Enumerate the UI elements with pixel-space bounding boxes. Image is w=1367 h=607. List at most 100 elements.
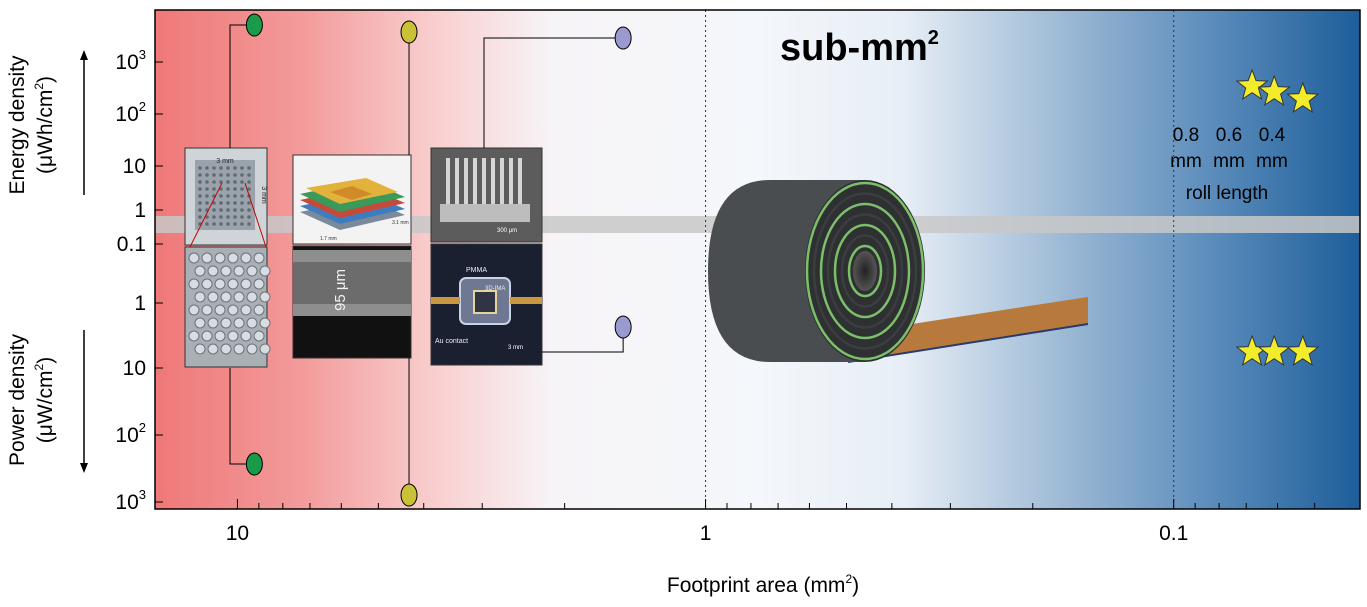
roll-length-unit: mm <box>1256 151 1288 172</box>
sem-pillar <box>482 158 486 204</box>
leader-line <box>483 37 624 148</box>
micro-dot <box>233 343 245 355</box>
array-dot <box>205 187 209 191</box>
array-dot <box>226 208 230 212</box>
array-dot <box>219 166 223 170</box>
array-dot <box>205 222 209 226</box>
y-tick-label: 103 <box>115 47 146 74</box>
micro-dot <box>207 343 219 355</box>
array-dot <box>205 194 209 198</box>
roll-length-caption: roll length <box>1186 183 1268 204</box>
micro-dot <box>207 265 219 277</box>
roll-length-labels: 0.8 0.6 0.4 mm mm mm roll length <box>1170 125 1288 204</box>
micro-dot <box>227 330 239 342</box>
energy-star-icon <box>1257 74 1291 107</box>
array-dot <box>240 194 244 198</box>
roll-layer <box>847 244 883 298</box>
micro-dot <box>207 291 219 303</box>
sem-pillar <box>446 158 450 204</box>
micro-dot <box>233 291 245 303</box>
micro-dot <box>188 330 200 342</box>
y-tick-label: 10 <box>123 155 146 178</box>
roll-length-value: 0.6 <box>1216 125 1242 146</box>
au-contact-label: Au contact <box>435 338 468 345</box>
power-density-label: Power density <box>6 334 29 466</box>
layer-dimension-side: 3.1 mm <box>392 220 409 226</box>
array-dot <box>212 222 216 226</box>
micro-dot <box>201 252 213 264</box>
array-dot <box>212 180 216 184</box>
series-yellow <box>400 20 418 507</box>
array-dot <box>233 180 237 184</box>
array-dot <box>198 201 202 205</box>
sem-pillar <box>500 158 504 204</box>
roll-length-value: 0.8 <box>1173 125 1199 146</box>
array-dot <box>240 173 244 177</box>
micro-dot <box>188 278 200 290</box>
array-dot <box>219 173 223 177</box>
power-marker <box>614 315 632 339</box>
roll-layer <box>812 192 918 350</box>
arrow-head-icon <box>80 50 88 60</box>
sem-pillar <box>464 158 468 204</box>
sem-pillar <box>491 158 495 204</box>
ima-label: 3D-IMA <box>485 286 505 292</box>
inset-sem-and-photo: 300 μm PMMA 3D-IMA Au contact 3 mm <box>430 147 543 366</box>
reference-lines <box>705 10 1175 509</box>
energy-star-icon <box>1286 81 1320 114</box>
micro-dot <box>201 304 213 316</box>
array-dot <box>240 180 244 184</box>
star-markers <box>1235 68 1320 367</box>
pmma-label: PMMA <box>466 267 487 274</box>
array-dot <box>198 208 202 212</box>
micro-dot <box>246 317 258 329</box>
array-dot <box>212 173 216 177</box>
array-dot <box>247 222 251 226</box>
y-tick-label: 1 <box>134 199 146 222</box>
array-dot <box>212 166 216 170</box>
energy-star-icon <box>1235 68 1269 101</box>
array-dot <box>219 215 223 219</box>
roll-layer <box>833 223 897 319</box>
roll-length-unit: mm <box>1170 151 1202 172</box>
array-dot <box>240 208 244 212</box>
power-density-unit: (μW/cm2) <box>32 357 57 443</box>
array-dot <box>247 173 251 177</box>
x-axis-label: Footprint area (mm2) <box>667 572 859 597</box>
power-star-icon <box>1257 334 1291 367</box>
micro-dot <box>240 330 252 342</box>
array-dot <box>240 215 244 219</box>
array-dot <box>226 194 230 198</box>
x-tick-label: 0.1 <box>1159 522 1188 545</box>
array-dot <box>198 180 202 184</box>
micro-dot <box>240 304 252 316</box>
array-dot <box>198 166 202 170</box>
array-dot <box>240 201 244 205</box>
array-dot <box>247 215 251 219</box>
array-dot <box>219 222 223 226</box>
micro-dot <box>259 291 271 303</box>
array-dot <box>219 180 223 184</box>
roll-layer <box>840 234 890 308</box>
micro-dot <box>240 278 252 290</box>
micro-dot <box>253 252 265 264</box>
array-dot <box>205 173 209 177</box>
micro-dot <box>227 278 239 290</box>
power-star-icon <box>1286 334 1320 367</box>
array-dot <box>233 215 237 219</box>
micro-dot <box>240 252 252 264</box>
array-dot <box>212 215 216 219</box>
grid-dimension-side: 3 mm <box>260 186 267 204</box>
power-marker <box>400 483 418 507</box>
array-dot <box>219 208 223 212</box>
micro-dot <box>220 291 232 303</box>
micro-dot <box>214 252 226 264</box>
micro-dot <box>253 278 265 290</box>
array-dot <box>247 166 251 170</box>
array-dot <box>198 187 202 191</box>
array-dot <box>226 166 230 170</box>
array-dot <box>240 166 244 170</box>
micro-dot <box>233 265 245 277</box>
inset-layer-schematic: 1.7 mm 3.1 mm 95 μm <box>292 154 412 359</box>
